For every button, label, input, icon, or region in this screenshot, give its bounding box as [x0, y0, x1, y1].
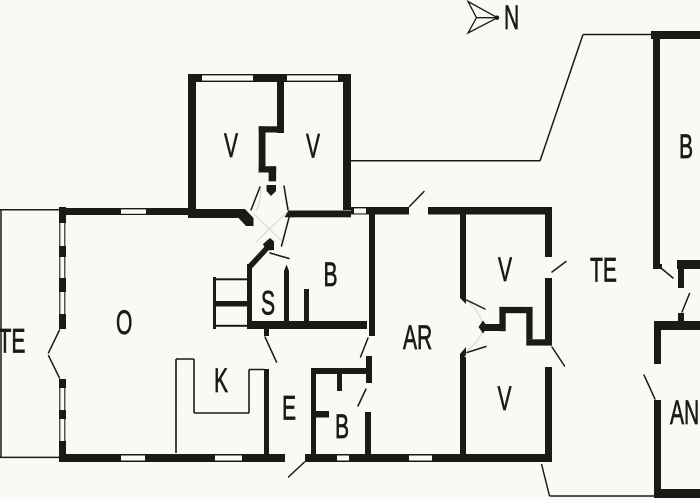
svg-text:N: N [504, 0, 519, 36]
svg-text:S: S [261, 283, 275, 321]
svg-text:V: V [498, 250, 512, 288]
svg-text:B: B [679, 127, 693, 165]
svg-text:TE: TE [590, 250, 617, 288]
svg-text:B: B [324, 255, 338, 293]
svg-text:TE: TE [0, 321, 25, 359]
svg-text:V: V [306, 126, 320, 164]
svg-text:K: K [214, 361, 228, 399]
svg-text:E: E [282, 388, 296, 426]
svg-text:V: V [224, 126, 238, 164]
svg-text:O: O [116, 303, 132, 341]
svg-text:B: B [335, 407, 349, 445]
svg-text:AR: AR [403, 318, 432, 356]
svg-text:AN: AN [670, 393, 699, 431]
svg-text:V: V [498, 379, 512, 417]
